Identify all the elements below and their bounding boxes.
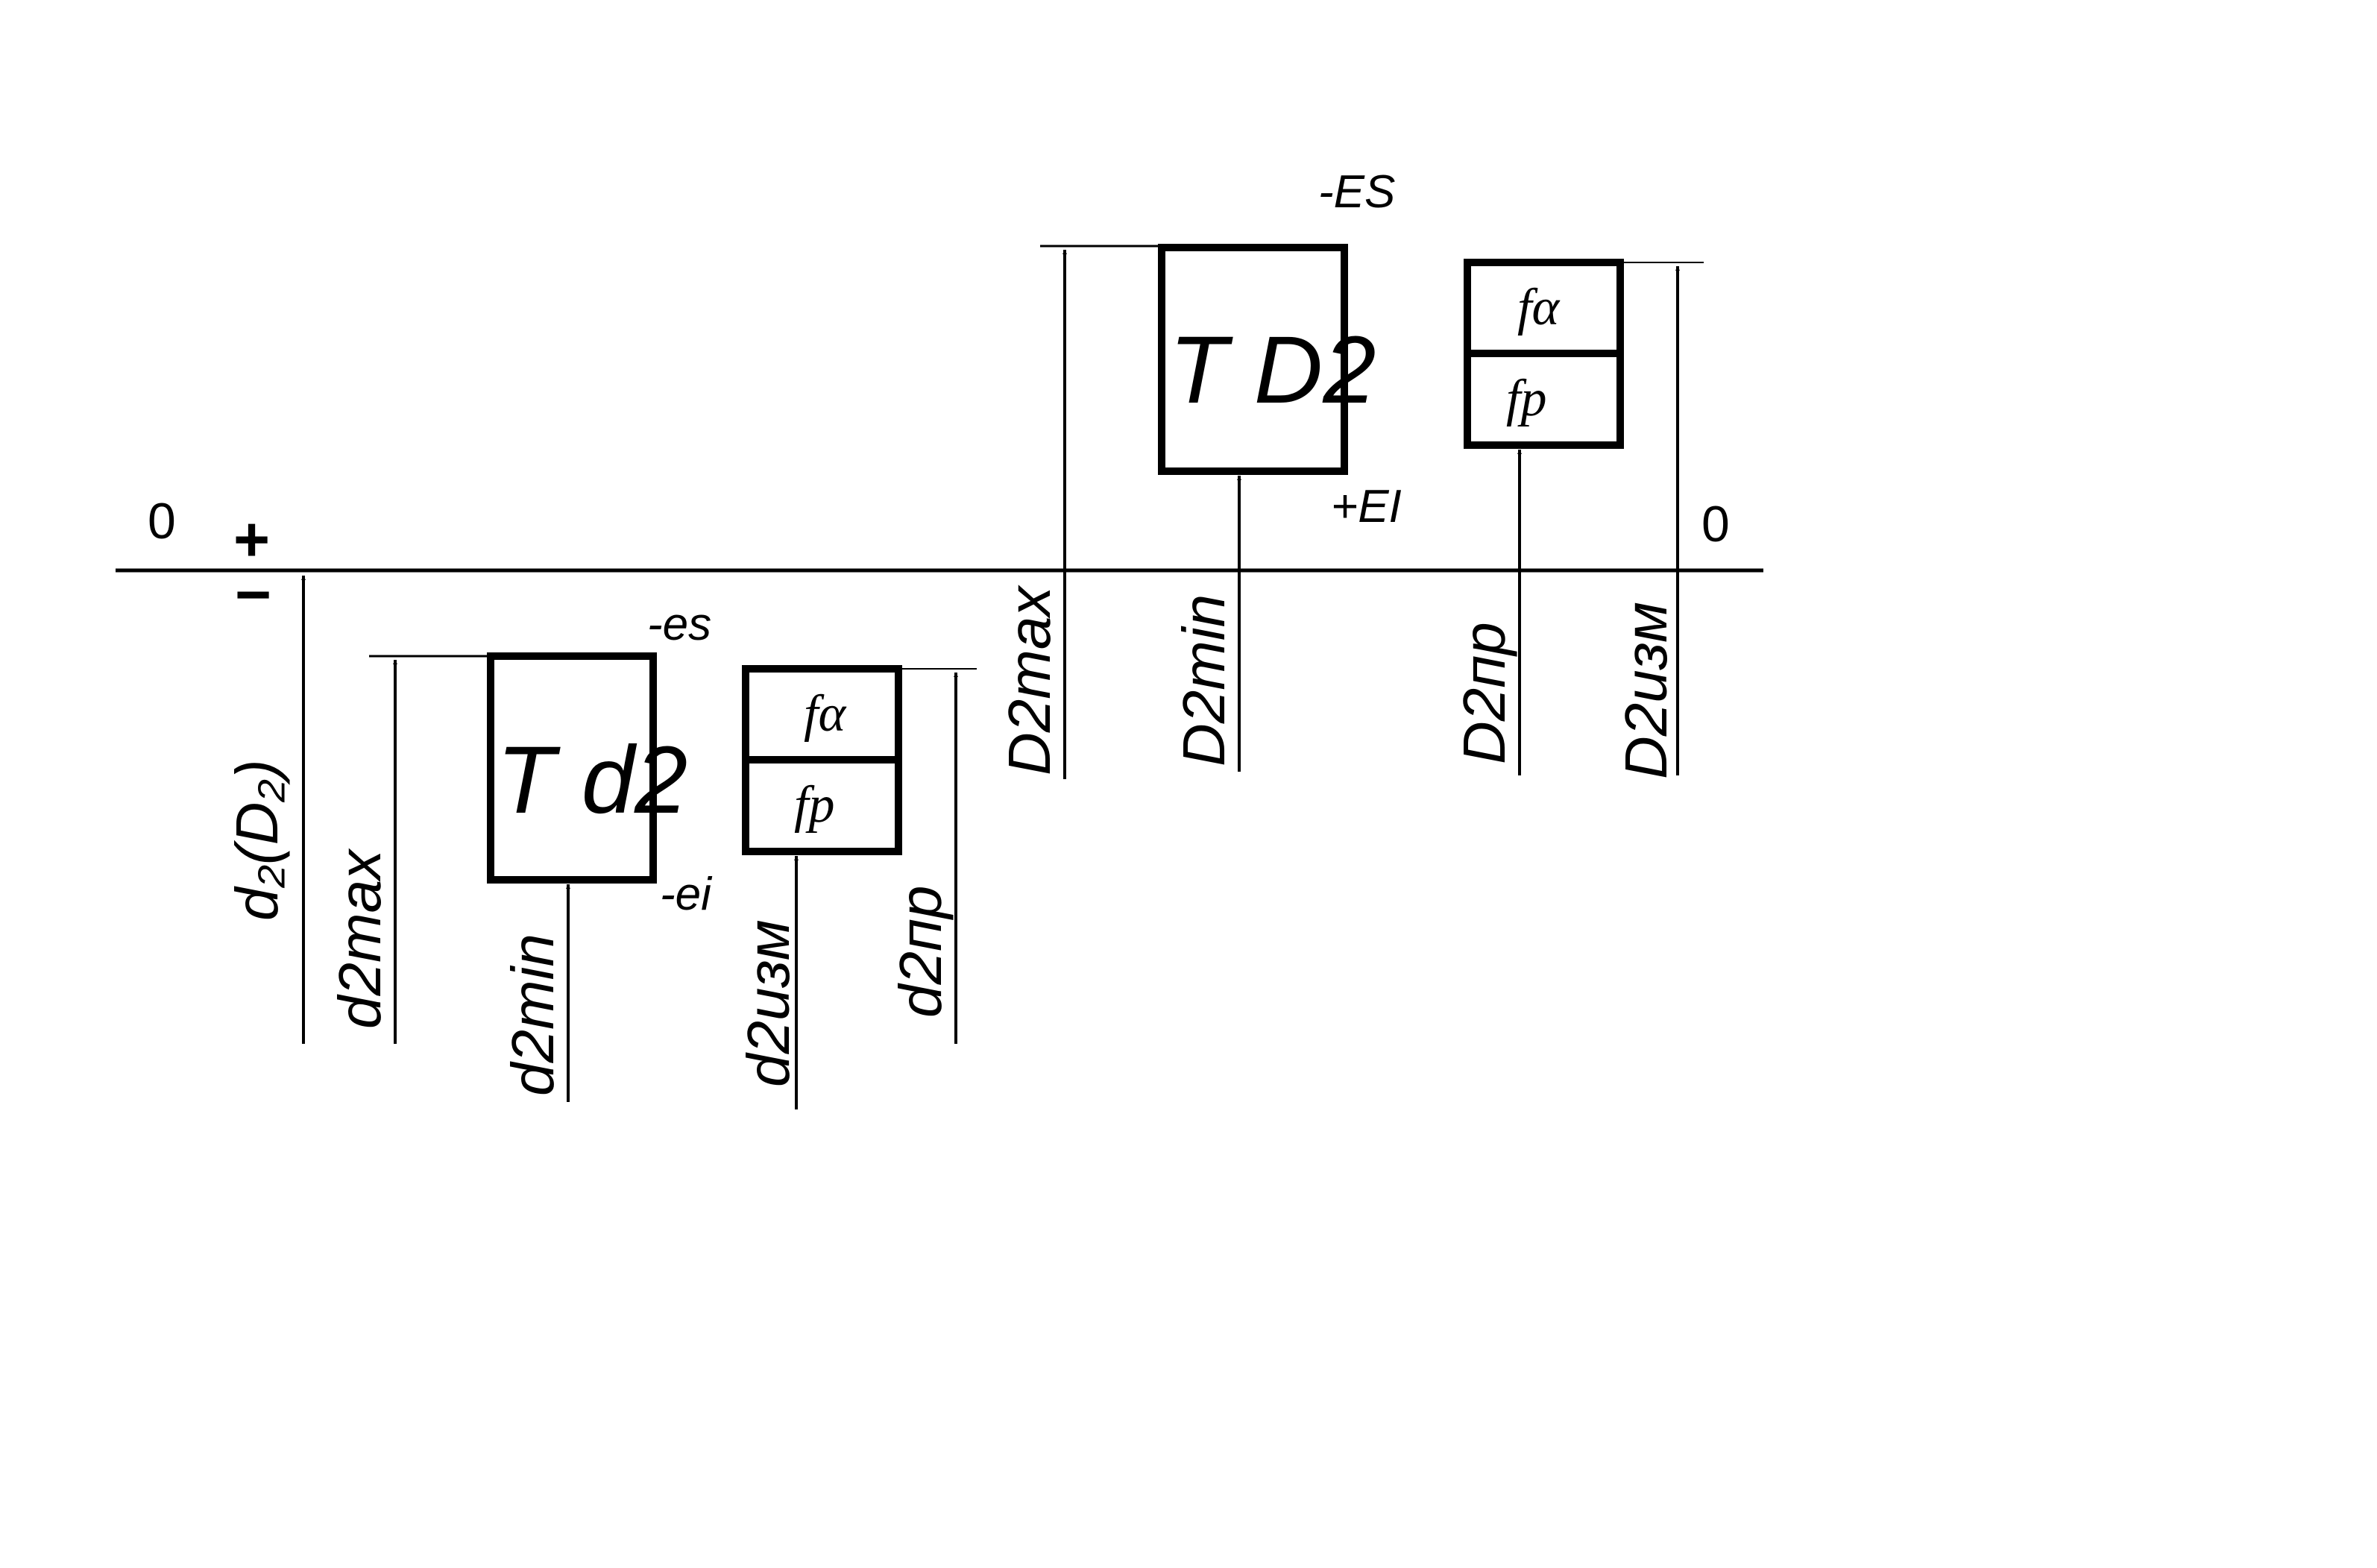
bolt-tolerance-label: T d2: [497, 727, 687, 834]
d2min-label: d2min: [500, 933, 566, 1096]
d2izm-label: d2изм: [735, 919, 802, 1087]
nominal-label: d₂(D₂): [224, 759, 290, 921]
nut-tolerance-label: T D2: [1169, 317, 1376, 424]
nut-lower-deviation: +EI: [1331, 481, 1402, 532]
d2max-label: d2max: [327, 848, 393, 1029]
bolt-lower-deviation: -ei: [660, 869, 713, 920]
nut-f-alpha: fα: [1517, 279, 1560, 336]
D2min-label: D2min: [1171, 594, 1237, 766]
d2pr-label: d2пр: [887, 886, 954, 1018]
minus-sign: −: [235, 559, 271, 629]
bolt-upper-deviation: -es: [647, 599, 711, 650]
bolt-f-p: fp: [794, 776, 834, 834]
D2max-label: D2max: [996, 585, 1062, 775]
nut-upper-deviation: -ES: [1318, 166, 1395, 218]
zero-label-right: 0: [1701, 496, 1730, 552]
D2izm-label: D2изм: [1613, 602, 1679, 779]
bolt-f-alpha: fα: [804, 685, 846, 743]
nut-f-p: fp: [1506, 370, 1546, 427]
D2pr-label: D2пр: [1451, 622, 1517, 764]
bolt-tolerance-box: [487, 652, 657, 884]
zero-label-left: 0: [148, 493, 176, 550]
nut-tolerance-box: [1158, 244, 1348, 475]
plus-sign: +: [233, 504, 270, 574]
